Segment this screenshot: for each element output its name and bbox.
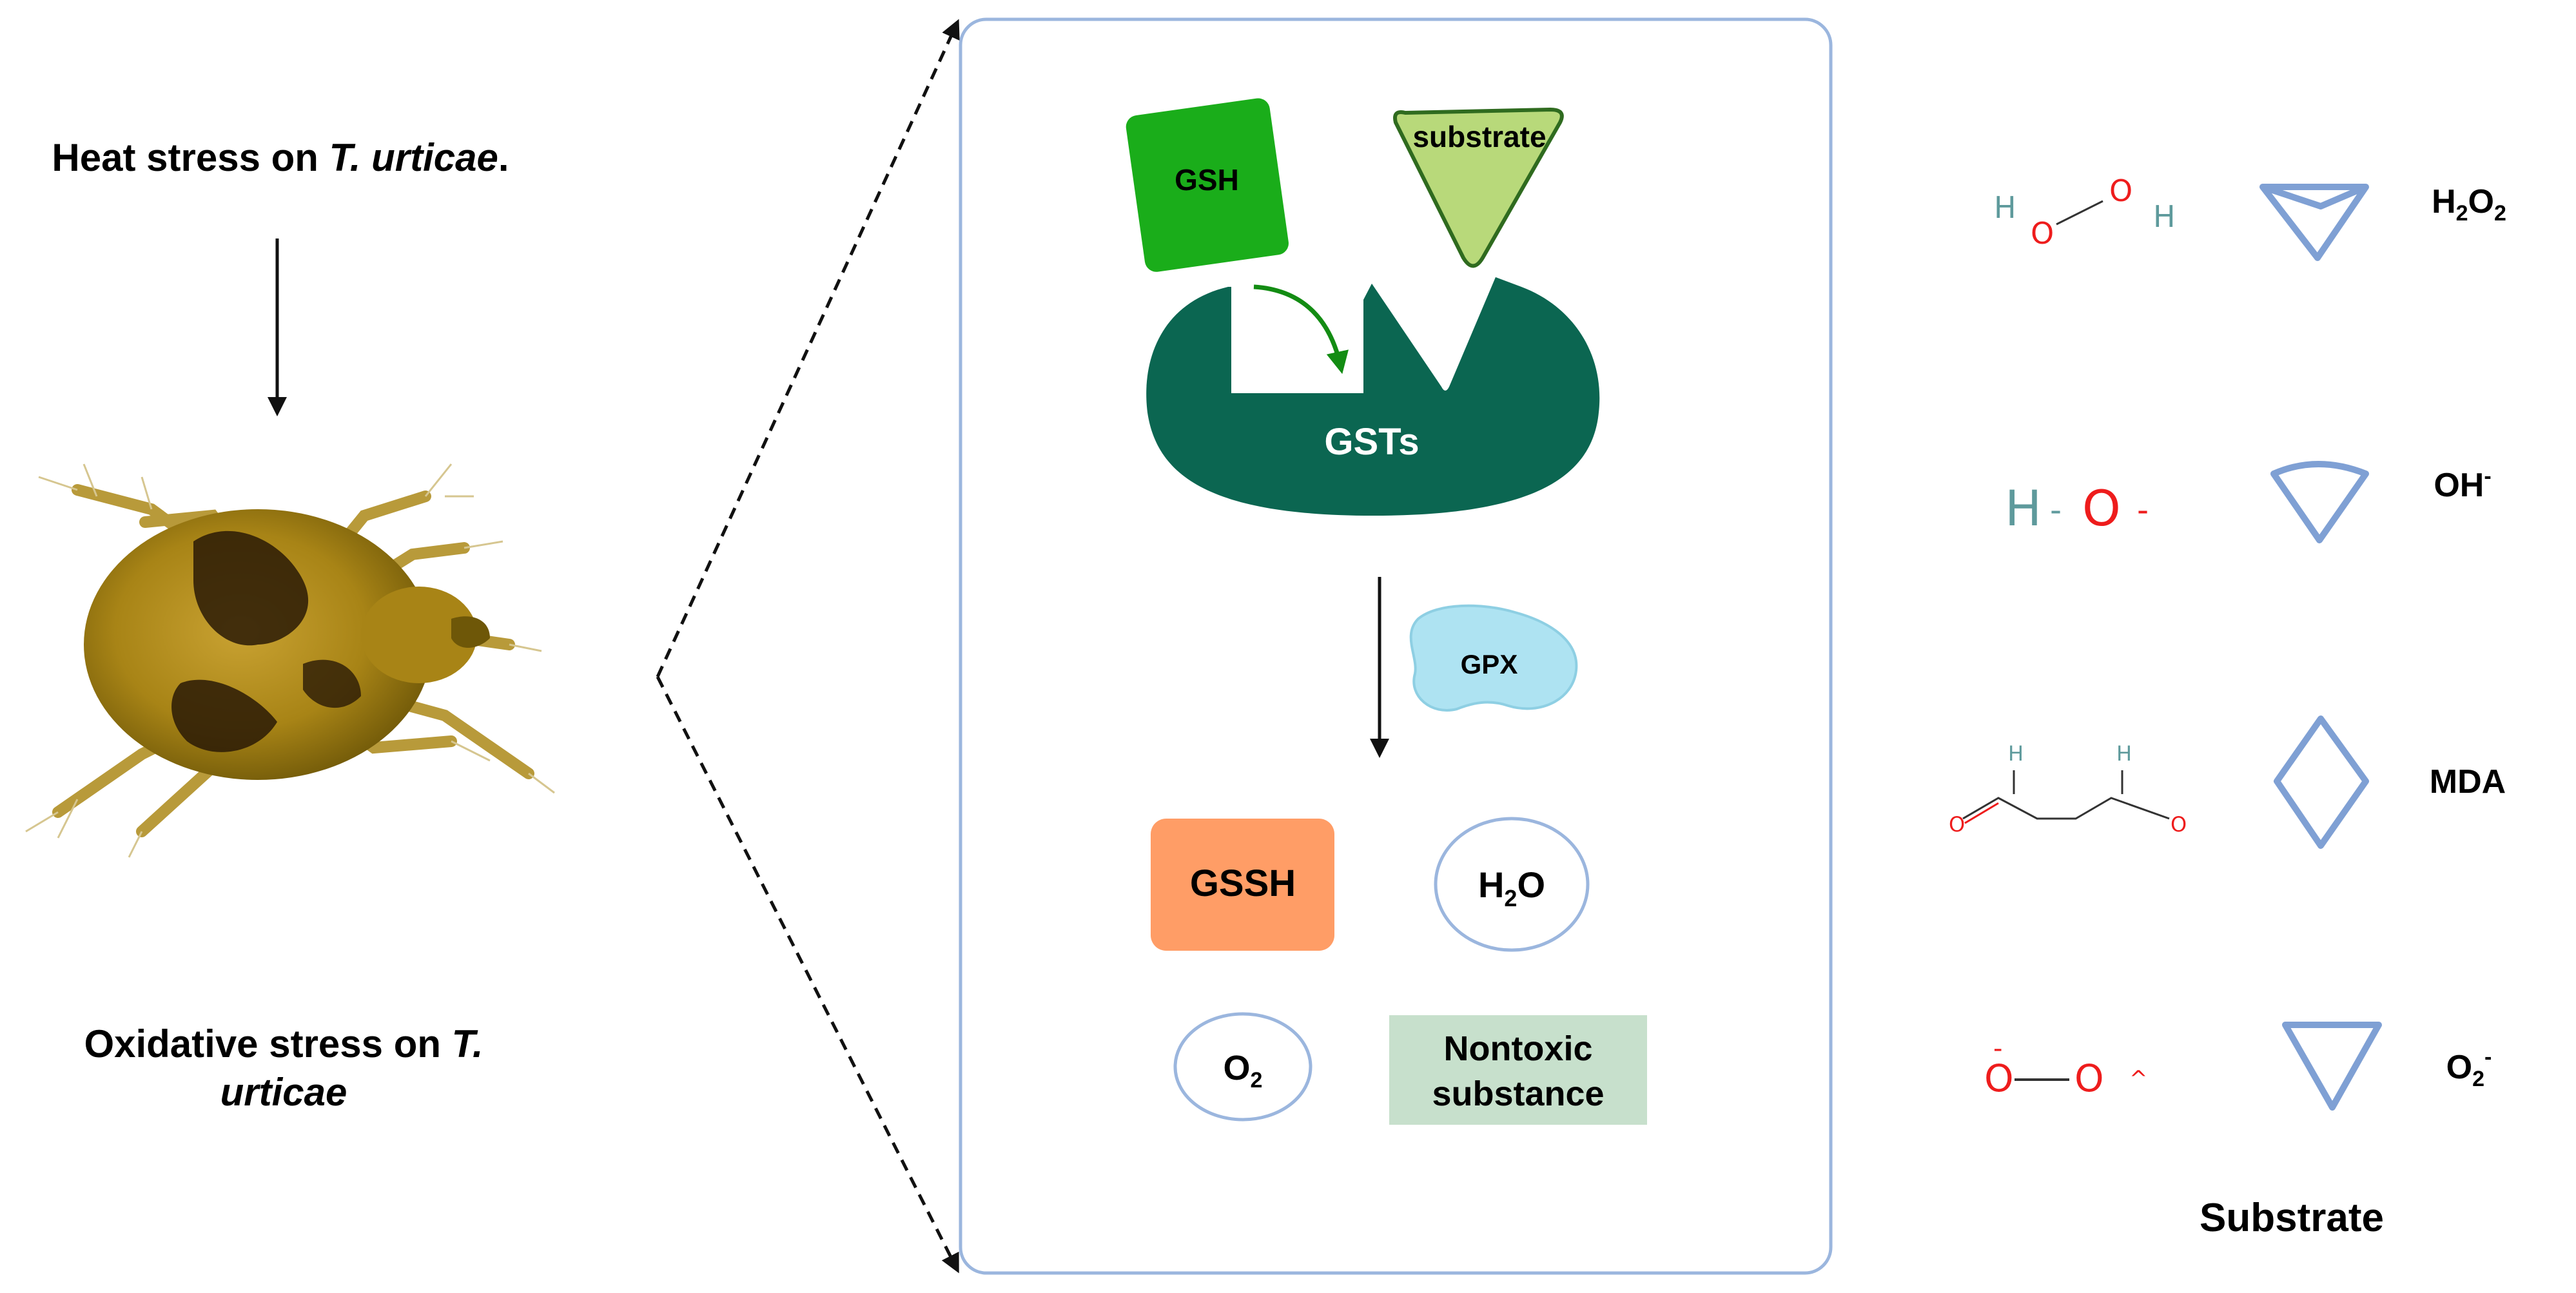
svg-text:H: H: [2005, 480, 2042, 537]
gsts-label: GSTs: [1324, 421, 1419, 463]
nontoxic-label-line1: Nontoxic: [1443, 1029, 1592, 1068]
mda-label: MDA: [2430, 763, 2506, 801]
svg-text:O: O: [1949, 812, 1965, 837]
gsh-block: [1126, 98, 1289, 272]
svg-text:O: O: [2082, 480, 2121, 537]
hydroxyl-label: OH-: [2434, 464, 2491, 504]
substrate-column-title: Substrate: [2200, 1196, 2384, 1240]
svg-text:-: -: [2137, 491, 2149, 529]
oxygen-bubble: [1173, 1012, 1312, 1122]
mite-illustration: [25, 463, 555, 858]
h2o2-label: H2O2: [2432, 183, 2506, 226]
h2o2-row: H O O H H2O2: [1994, 173, 2506, 261]
substrate-label: substrate: [1412, 120, 1546, 153]
heat-stress-caption: Heat stress on T. urticae.: [52, 136, 509, 179]
mda-shape: [2274, 715, 2369, 849]
svg-text:H: H: [2008, 741, 2024, 766]
svg-text:O: O: [2074, 1056, 2104, 1100]
superoxide-label: O2-: [2446, 1045, 2492, 1091]
gsh-label: GSH: [1175, 163, 1239, 197]
svg-text:H: H: [1994, 190, 2016, 225]
svg-text:-: -: [1993, 1034, 2002, 1064]
center-panel-frame: [959, 17, 1833, 1275]
gsh-binding-arrow: [1253, 284, 1349, 374]
svg-text:H: H: [2153, 199, 2176, 234]
gsts-enzyme: [1231, 287, 1360, 390]
svg-text:O: O: [2171, 812, 2187, 837]
svg-text:H: H: [2116, 741, 2132, 766]
substrate-triangle: [1393, 107, 1564, 268]
nontoxic-label-line2: substance: [1432, 1074, 1604, 1113]
oxidative-stress-caption-line1: Oxidative stress on T.: [84, 1022, 483, 1065]
h2o2-shape: [2259, 184, 2369, 261]
mda-structure: H H O O: [1949, 741, 2187, 837]
svg-text:O: O: [2031, 216, 2054, 251]
superoxide-row: - O O ^ O2-: [1984, 1022, 2492, 1111]
water-label: H2O: [1478, 864, 1545, 911]
svg-text:O: O: [2109, 173, 2132, 208]
svg-text:^: ^: [2129, 1066, 2148, 1092]
hydroxyl-row: H - O - OH-: [2005, 461, 2492, 543]
oxidative-stress-caption-line2: urticae: [220, 1071, 347, 1114]
gssh-box: [1151, 819, 1334, 951]
svg-text:O: O: [1984, 1056, 2014, 1100]
superoxide-structure: - O O ^: [1984, 1034, 2148, 1100]
zoom-connector: [656, 19, 960, 1274]
h2o2-structure: H O O H: [1994, 173, 2176, 251]
oxygen-label: O2: [1224, 1049, 1263, 1093]
mda-row: H H O O MDA: [1949, 715, 2506, 849]
superoxide-shape: [2282, 1022, 2382, 1111]
gssh-label: GSSH: [1190, 862, 1296, 904]
gpx-label: GPX: [1461, 649, 1518, 679]
svg-text:-: -: [2050, 491, 2062, 529]
nontoxic-box: [1389, 1015, 1647, 1125]
hydroxyl-structure: H - O -: [2005, 480, 2149, 537]
water-bubble: [1434, 817, 1590, 952]
gsts-enzyme-body: [1146, 277, 1600, 516]
hydroxyl-shape: [2270, 461, 2369, 543]
gpx-enzyme: [1409, 604, 1578, 712]
